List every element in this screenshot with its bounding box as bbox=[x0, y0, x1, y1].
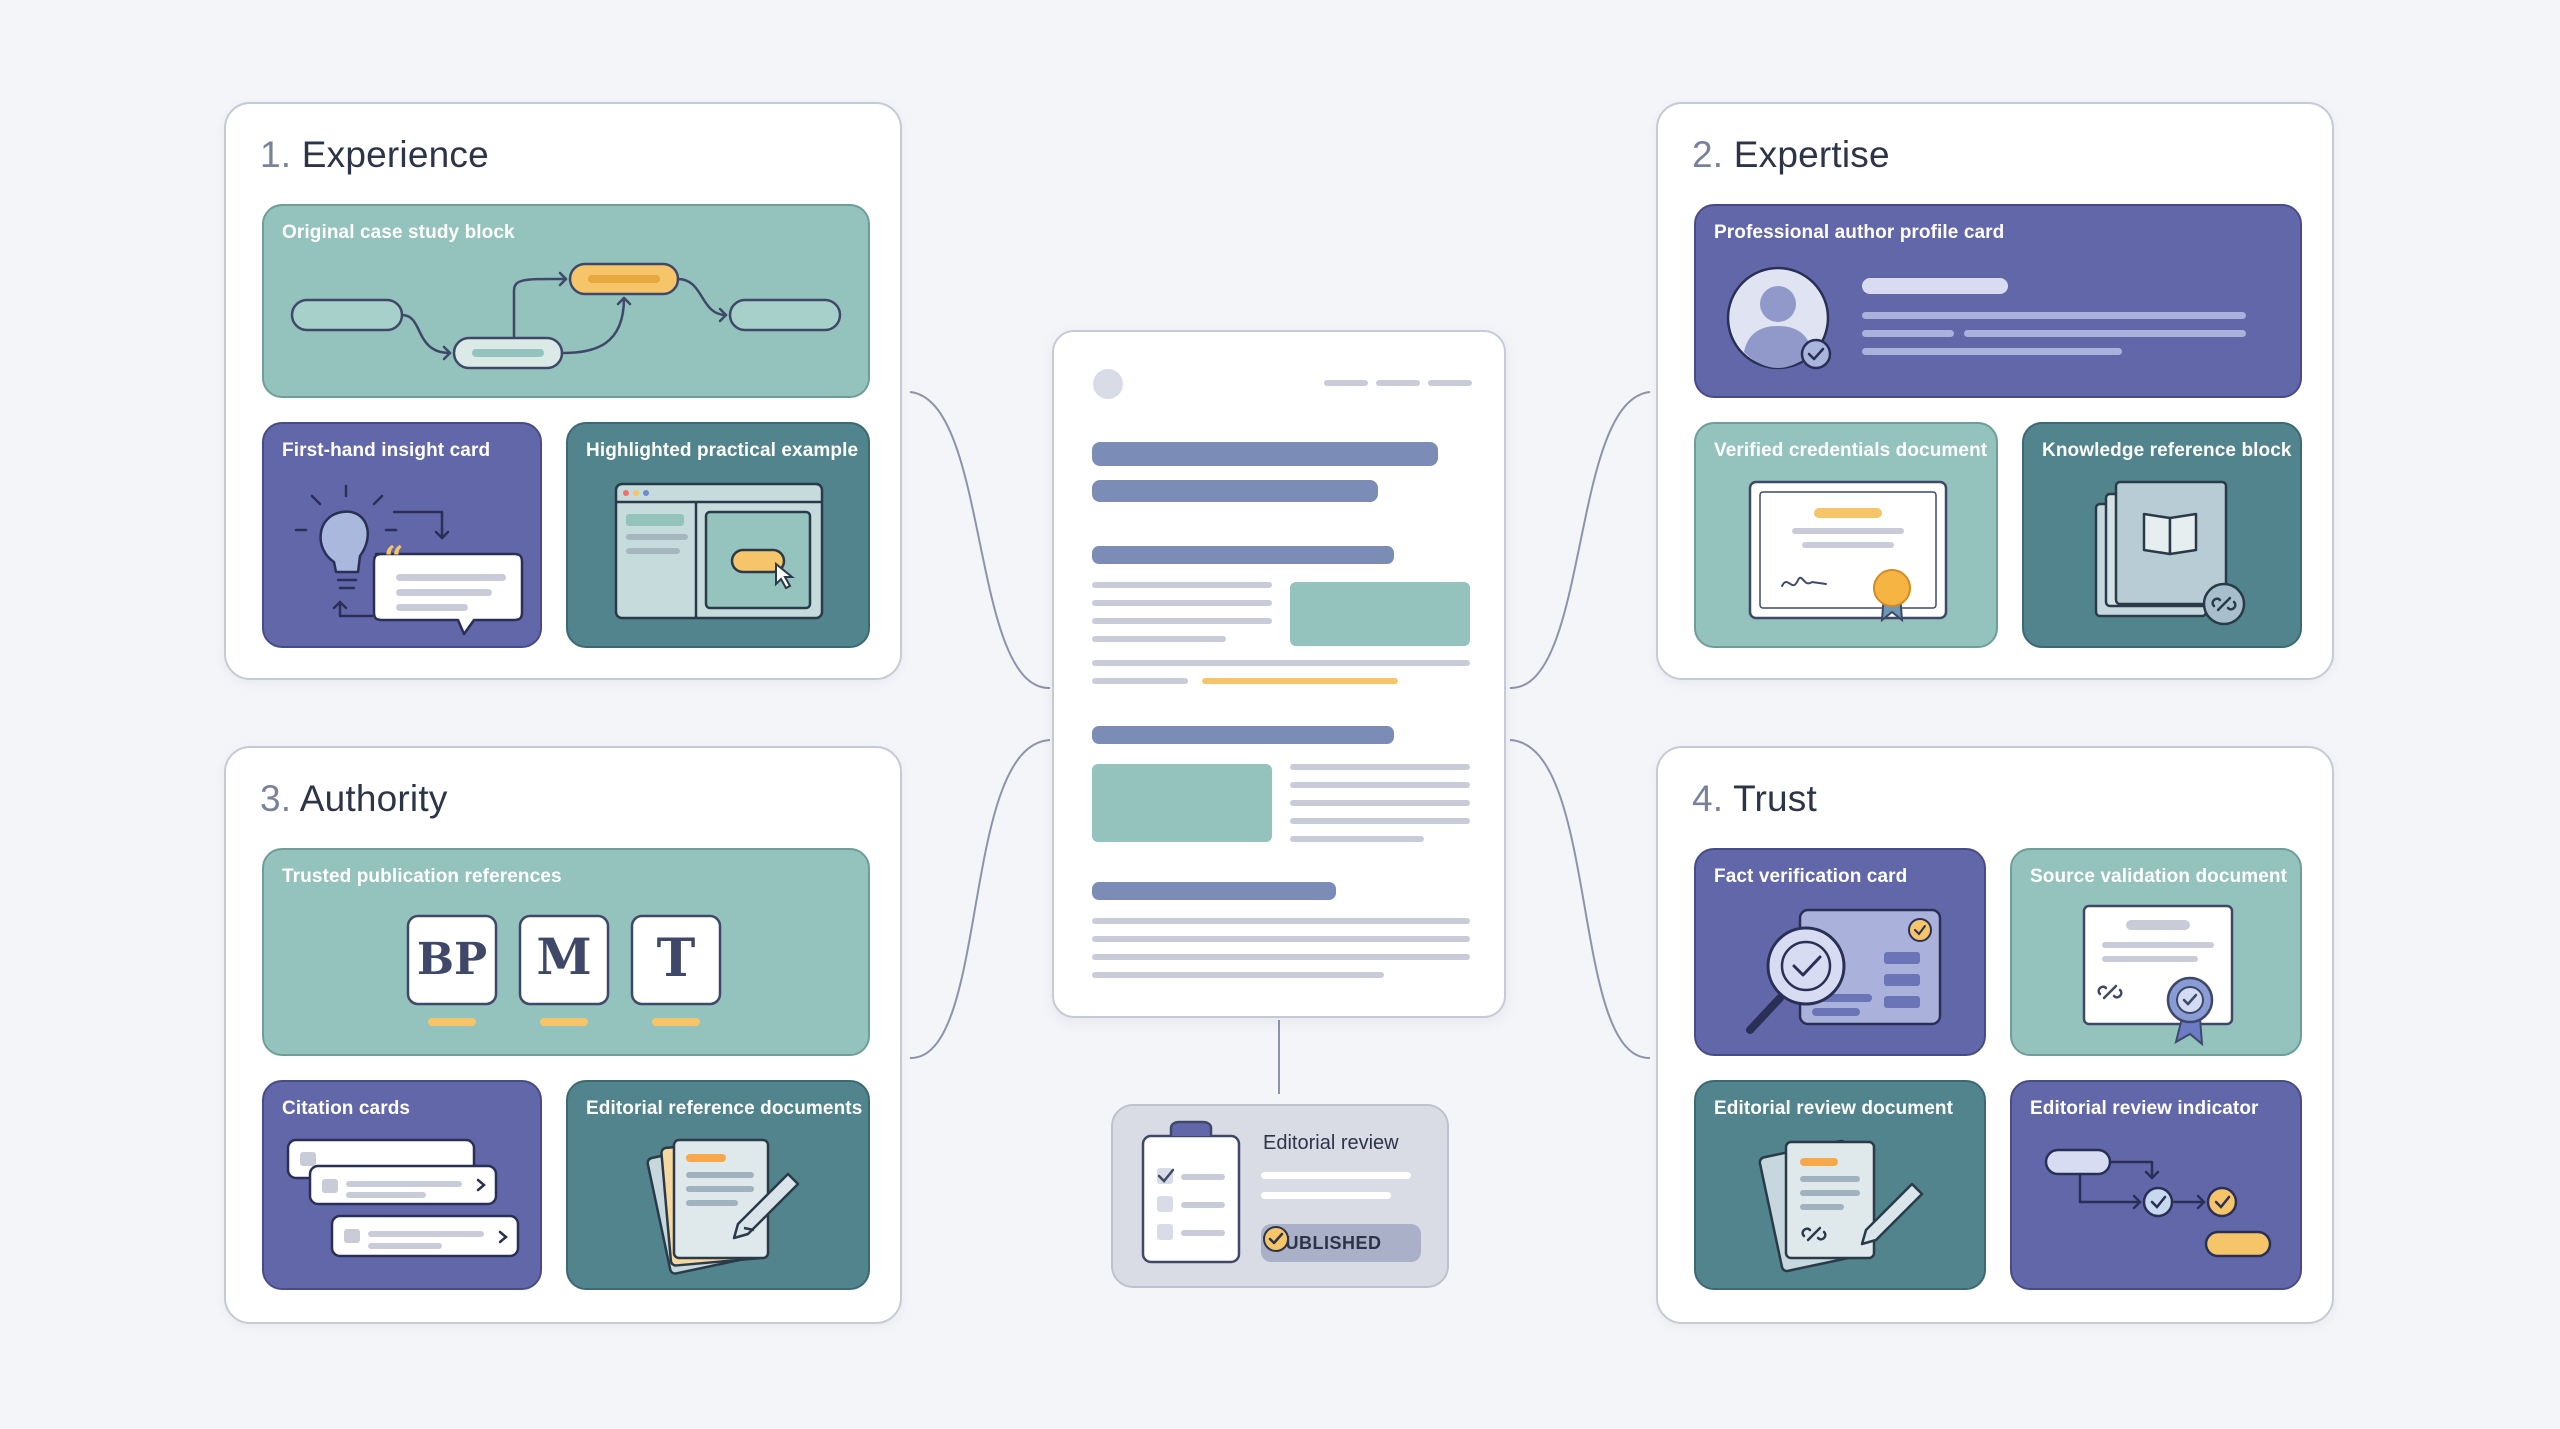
editorial-docs-card[interactable]: Editorial reference documents bbox=[566, 1080, 870, 1290]
workflow-icon bbox=[290, 262, 842, 370]
case-study-card[interactable]: Original case study block bbox=[262, 204, 870, 398]
knowledge-label: Knowledge reference block bbox=[2042, 440, 2292, 461]
article-document bbox=[1052, 330, 1506, 1018]
award-badge-icon bbox=[2166, 976, 2214, 1047]
clipboard-checklist-icon bbox=[1141, 1120, 1411, 1264]
book-icon bbox=[2094, 480, 2246, 626]
check-icon bbox=[1908, 918, 1932, 942]
magnifier-icon bbox=[1746, 908, 1942, 1034]
publication-logo-bp: BP bbox=[417, 934, 487, 985]
document-icon bbox=[1758, 1139, 1924, 1273]
check-icon bbox=[2206, 1186, 2238, 1218]
trust-title: 4. Trust bbox=[1692, 778, 1817, 819]
editorial-docs-label: Editorial reference documents bbox=[586, 1098, 863, 1119]
case-study-label: Original case study block bbox=[282, 222, 515, 243]
verified-check-icon bbox=[1800, 338, 1832, 370]
article-document-icon bbox=[1092, 369, 1472, 978]
award-seal-icon bbox=[1873, 569, 1911, 623]
published-badge-text: PUBLISHED bbox=[1273, 1233, 1382, 1253]
practical-example-label: Highlighted practical example bbox=[586, 440, 859, 461]
experience-panel: 1. Experience Original case study block bbox=[224, 102, 902, 680]
source-validation-card[interactable]: Source validation document bbox=[2010, 848, 2302, 1056]
insight-card[interactable]: First-hand insight card “ bbox=[262, 422, 542, 648]
workflow-icon bbox=[2044, 1148, 2272, 1258]
certificate-icon bbox=[1748, 480, 1948, 623]
editorial-review-indicator-label: Editorial review indicator bbox=[2030, 1098, 2259, 1119]
practical-example-card[interactable]: Highlighted practical example bbox=[566, 422, 870, 648]
experience-title: 1. Experience bbox=[260, 134, 489, 175]
pencil-icon bbox=[732, 1172, 800, 1240]
source-validation-label: Source validation document bbox=[2030, 866, 2288, 887]
document-icon bbox=[2082, 904, 2234, 1047]
avatar-icon bbox=[1726, 266, 2246, 370]
authority-title: 3. Authority bbox=[260, 778, 448, 819]
publications-card[interactable]: Trusted publication references BP M T bbox=[262, 848, 870, 1056]
citation-cards-card[interactable]: Citation cards bbox=[262, 1080, 542, 1290]
authority-panel: 3. Authority Trusted publication referen… bbox=[224, 746, 902, 1324]
trust-panel: 4. Trust Fact verification card Source v… bbox=[1656, 746, 2334, 1324]
citation-cards-label: Citation cards bbox=[282, 1098, 411, 1119]
insight-label: First-hand insight card bbox=[282, 440, 491, 461]
author-profile-label: Professional author profile card bbox=[1714, 222, 2005, 243]
expertise-title: 2. Expertise bbox=[1692, 134, 1890, 175]
publications-label: Trusted publication references bbox=[282, 866, 562, 887]
pencil-icon bbox=[1860, 1182, 1924, 1246]
editorial-review-doc-card[interactable]: Editorial review document bbox=[1694, 1080, 1986, 1290]
knowledge-card[interactable]: Knowledge reference block bbox=[2022, 422, 2302, 648]
check-circle-icon bbox=[1263, 1226, 1289, 1252]
published-badge: PUBLISHED bbox=[1261, 1224, 1421, 1262]
cursor-icon bbox=[775, 561, 795, 590]
editorial-review-title: Editorial review bbox=[1263, 1132, 1399, 1154]
author-profile-card[interactable]: Professional author profile card bbox=[1694, 204, 2302, 398]
citation-card-icon bbox=[286, 1138, 520, 1258]
browser-window-icon bbox=[614, 482, 824, 620]
publication-logo-m: M bbox=[536, 927, 591, 986]
publication-logo-t: T bbox=[657, 928, 696, 989]
expertise-panel: 2. Expertise Professional author profile… bbox=[1656, 102, 2334, 680]
credentials-card[interactable]: Verified credentials document bbox=[1694, 422, 1998, 648]
lightbulb-icon: “ bbox=[294, 484, 524, 636]
publication-logo-icon: BP M T bbox=[406, 914, 722, 1026]
check-icon bbox=[2142, 1186, 2174, 1218]
editorial-review-box[interactable]: Editorial review PUBLISHED bbox=[1111, 1104, 1449, 1288]
editorial-review-indicator-card[interactable]: Editorial review indicator bbox=[2010, 1080, 2302, 1290]
link-icon bbox=[2202, 582, 2246, 626]
credentials-label: Verified credentials document bbox=[1714, 440, 1988, 461]
svg-text:“: “ bbox=[384, 539, 404, 579]
document-stack-icon bbox=[646, 1138, 800, 1275]
editorial-review-doc-label: Editorial review document bbox=[1714, 1098, 1953, 1119]
fact-verification-label: Fact verification card bbox=[1714, 866, 1908, 887]
fact-verification-card[interactable]: Fact verification card bbox=[1694, 848, 1986, 1056]
